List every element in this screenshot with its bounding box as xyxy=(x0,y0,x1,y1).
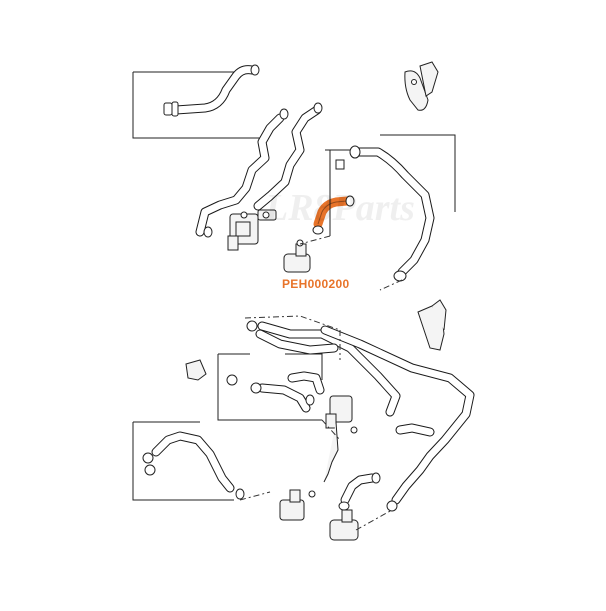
highlighted-hose-peh000200[interactable] xyxy=(312,195,355,235)
top-left-group-frame xyxy=(132,71,268,139)
part-number-label[interactable]: PEH000200 xyxy=(282,277,350,291)
lower-pumps xyxy=(279,472,393,541)
middle-left-group-frame xyxy=(217,353,323,421)
lower-left-hose-group xyxy=(132,421,271,501)
upper-right-hose-group xyxy=(299,134,456,291)
lower-long-hoses xyxy=(244,315,475,512)
lower-valve-assembly xyxy=(321,395,358,483)
watermark-text: LR8Parts xyxy=(265,187,415,229)
middle-left-hose-group xyxy=(185,353,325,421)
top-right-bracket xyxy=(404,61,439,111)
lower-left-group-frame xyxy=(132,421,234,501)
mid-right-bracket xyxy=(417,299,447,351)
upper-valve-assembly xyxy=(227,209,277,251)
top-left-hose-group xyxy=(132,64,268,139)
upper-pump xyxy=(283,239,311,273)
upper-twin-hoses xyxy=(195,102,323,238)
